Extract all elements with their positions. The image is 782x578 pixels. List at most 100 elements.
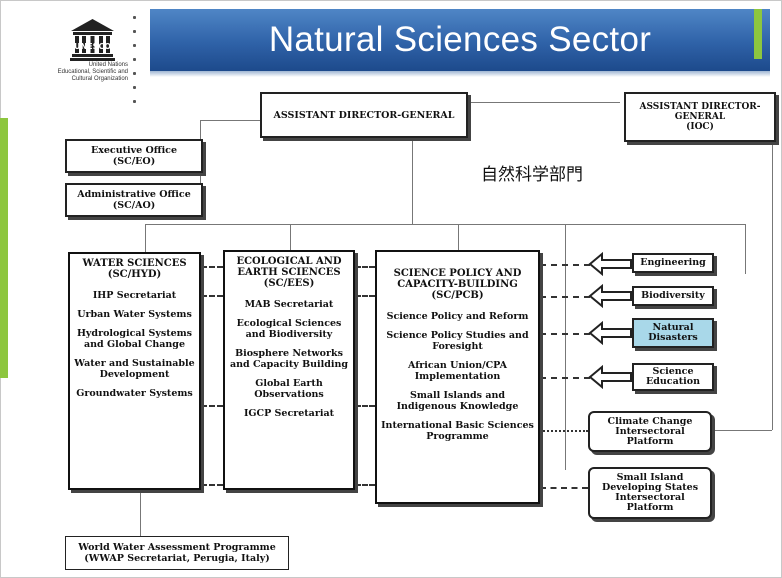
header-shadow [150,71,770,77]
divider-dot [133,58,136,61]
connector-line [772,122,773,430]
unit-label: Biodiversity [641,290,705,301]
arrow-left-icon [588,321,632,345]
header-bar [150,9,770,71]
divider-dot [133,30,136,33]
adg-box: ASSISTANT DIRECTOR-GENERAL [260,92,468,138]
column-title-line: ECOLOGICAL AND [236,256,342,267]
unit-item: MAB Secretariat [244,299,334,310]
unit-item: African Union/CPA Implementation [408,360,507,382]
connector-line [412,116,413,224]
connector-line [565,224,566,470]
column-title-line: SCIENCE POLICY AND [393,268,522,279]
dashed-connector [201,295,223,297]
dashed-connector [540,333,590,335]
connector-line [145,224,146,252]
unesco-logo: UNESCO [70,19,115,61]
dashed-connector [355,484,375,486]
page-title: Natural Sciences Sector [268,20,652,59]
unit-label: Engineering [640,257,706,268]
logo-line: United Nations [88,62,128,68]
unit-label: Science [652,366,694,377]
dashed-connector [355,266,375,268]
science-policy-title: SCIENCE POLICY AND CAPACITY-BUILDING (SC… [381,268,534,301]
adg-ioc-label: (IOC) [686,122,714,132]
column-title-line: WATER SCIENCES [82,258,187,269]
dashed-connector [201,484,223,486]
connector-line [745,224,746,274]
administrative-office-box: Administrative Office (SC/AO) [65,183,203,217]
arrow-left-icon [588,365,632,389]
water-sciences-title: WATER SCIENCES (SC/HYD) [74,258,195,280]
column-title-line: EARTH SCIENCES [237,267,341,278]
dashed-connector [201,405,223,407]
column-title-line: CAPACITY-BUILDING [397,279,518,290]
logo-line: Cultural Organization [71,76,128,82]
column-title-line: (SC/HYD) [107,269,162,280]
connector-line [712,430,772,431]
dashed-connector [540,296,590,298]
dashed-connector [540,430,588,432]
executive-office-box: Executive Office (SC/EO) [65,139,203,173]
column-title-line: (SC/PCB) [431,290,484,301]
water-sciences-box: WATER SCIENCES (SC/HYD) IHP Secretariat … [68,252,201,490]
column-title-line: (SC/EES) [263,278,315,289]
office-label: (SC/EO) [112,156,156,167]
unit-label: Platform [626,502,674,513]
unit-item: Groundwater Systems [76,388,193,399]
sids-platform-box: Small Island Developing States Intersect… [588,467,712,519]
climate-change-platform-box: Climate Change Intersectoral Platform [588,411,712,452]
science-education-box: Science Education [632,363,714,391]
connector-line [468,102,620,103]
divider-dot [133,86,136,89]
connector-line [140,490,141,536]
ecological-sciences-box: ECOLOGICAL AND EARTH SCIENCES (SC/EES) M… [223,250,355,490]
adg-label: ASSISTANT DIRECTOR-GENERAL [273,109,455,121]
adg-ioc-box: ASSISTANT DIRECTOR- GENERAL (IOC) [624,92,776,142]
japanese-annotation: 自然科学部門 [481,165,583,185]
unit-label: Small Island [616,472,684,483]
connector-line [145,224,745,225]
office-label: Administrative Office [77,189,191,200]
natural-disasters-box: Natural Disasters [632,318,714,348]
svg-text:UNESCO: UNESCO [74,42,111,51]
unit-label: Climate Change [607,415,693,427]
wwap-box: World Water Assessment Programme (WWAP S… [65,536,289,570]
unit-item: Hydrological Systems and Global Change [76,328,193,350]
dashed-connector [201,266,223,268]
left-accent-bar [0,118,8,378]
divider-dot [133,44,136,47]
wwap-label: (WWAP Secretariat, Perugia, Italy) [84,553,270,564]
unit-item: Small Islands and Indigenous Knowledge [396,390,519,412]
unit-label: Developing States [601,482,699,493]
unit-label: Education [646,376,700,387]
unit-label: Natural [652,322,694,333]
biodiversity-box: Biodiversity [632,286,714,306]
dashed-connector [540,487,588,489]
unit-label: Intersectoral [615,425,685,437]
dashed-connector [355,405,375,407]
unit-item: Science Policy Studies and Foresight [386,330,529,352]
unit-label: Platform [626,435,674,447]
dashed-connector [540,264,590,266]
unit-label: Intersectoral [615,492,685,503]
unit-item: International Basic Sciences Programme [381,420,534,442]
adg-ioc-label: ASSISTANT DIRECTOR- [639,102,761,112]
connector-line [200,120,260,121]
unit-item: Ecological Sciences and Biodiversity [236,318,342,340]
science-policy-box: SCIENCE POLICY AND CAPACITY-BUILDING (SC… [375,250,540,504]
arrow-left-icon [588,284,632,308]
divider-dot [133,100,136,103]
wwap-label: World Water Assessment Programme [78,542,276,553]
unit-item: IHP Secretariat [92,290,177,301]
logo-line: Educational, Scientific and [57,69,128,75]
ecological-sciences-title: ECOLOGICAL AND EARTH SCIENCES (SC/EES) [229,256,349,289]
connector-line [290,224,291,250]
unit-item: Science Policy and Reform [386,311,529,322]
engineering-box: Engineering [632,253,714,273]
adg-ioc-label: GENERAL [674,112,726,122]
arrow-left-icon [588,252,632,276]
unit-item: Biosphere Networks and Capacity Building [229,348,349,370]
office-label: Executive Office [90,145,178,156]
dashed-connector [540,377,590,379]
